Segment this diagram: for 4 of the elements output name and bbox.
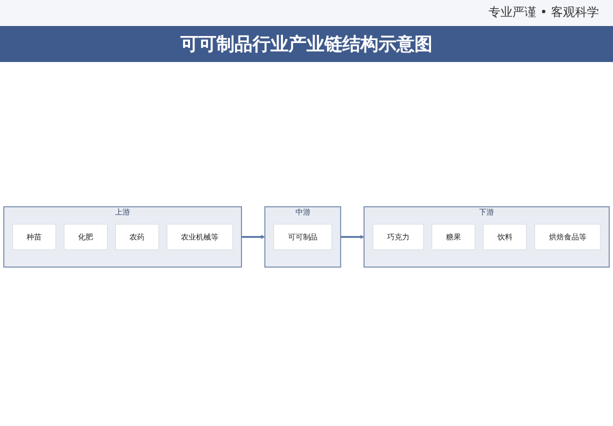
title-banner: 可可制品行业产业链结构示意图 (0, 26, 613, 62)
arrow (241, 234, 266, 240)
arrow (340, 234, 364, 240)
slogan-text: 专业严谨 • 客观科学 (488, 4, 599, 21)
